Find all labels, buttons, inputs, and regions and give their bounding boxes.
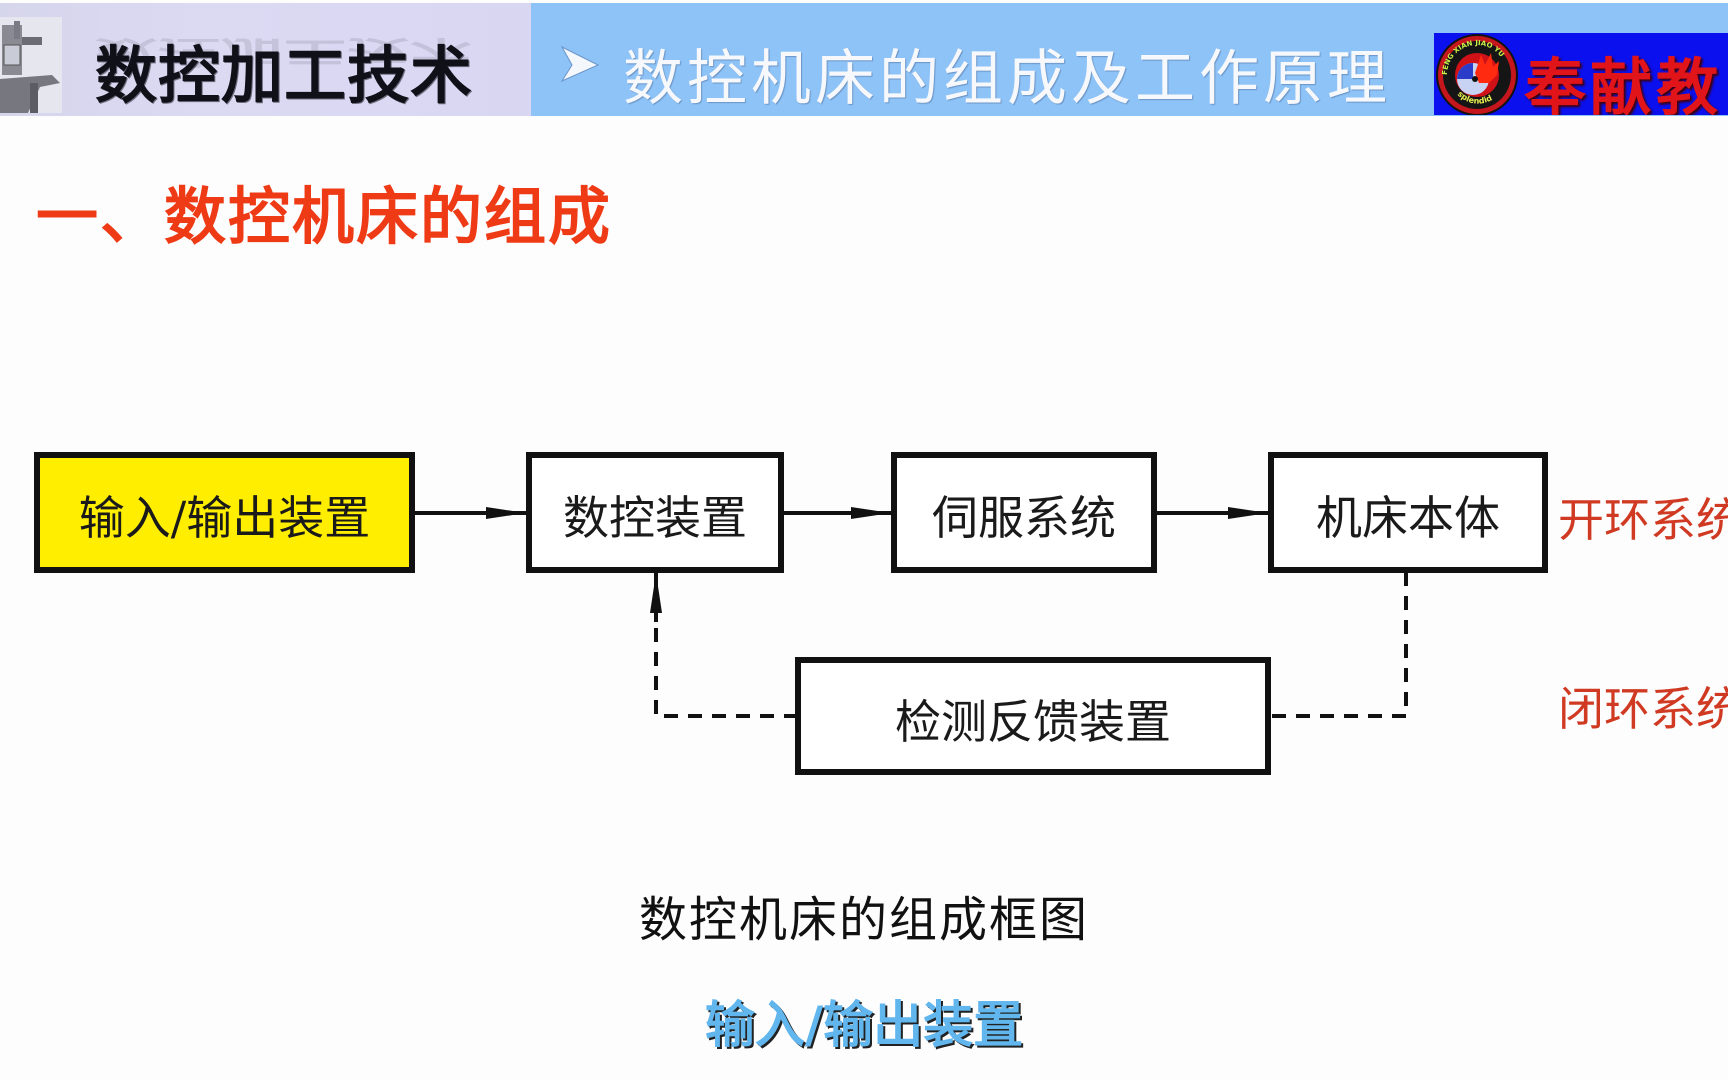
node-label-cnc: 数控装置 bbox=[563, 491, 747, 545]
open-loop-label: 开环系统 bbox=[1558, 493, 1728, 547]
logo-text: 奉献教 bbox=[1524, 51, 1723, 115]
section-heading: 一、数控机床的组成 bbox=[36, 180, 613, 253]
arrow-bullet-icon bbox=[560, 45, 600, 83]
node-label-machine: 机床本体 bbox=[1316, 491, 1500, 545]
node-label-io: 输入/输出装置 bbox=[78, 491, 371, 545]
node-box-machine bbox=[1268, 452, 1548, 573]
node-box-servo bbox=[891, 452, 1157, 573]
video-subtitle: 输入/输出装置 bbox=[704, 996, 1024, 1054]
chapter-title: 数控机床的组成及工作原理 bbox=[623, 44, 1391, 114]
node-label-servo: 伺服系统 bbox=[932, 491, 1116, 545]
logo-seal-icon: FENG XIAN JIAO YU splendid bbox=[1436, 34, 1518, 115]
course-title-band: 数控加工技术 数控加工技术 bbox=[0, 3, 531, 116]
edge-feedback-to-cnc-dashed bbox=[654, 620, 798, 718]
cnc-machine-icon bbox=[0, 17, 62, 113]
diagram-caption: 数控机床的组成框图 bbox=[638, 892, 1089, 948]
node-box-io bbox=[34, 452, 415, 573]
node-label-feedback: 检测反馈装置 bbox=[895, 695, 1171, 749]
logo-banner: FENG XIAN JIAO YU splendid 奉献教 bbox=[1434, 33, 1728, 115]
course-title: 数控加工技术 bbox=[95, 39, 474, 112]
edge-machine-to-feedback bbox=[1268, 572, 1408, 718]
slide-header: 数控加工技术 数控加工技术 数控机床的组成及工作原理 FENG XIAN JIA… bbox=[0, 3, 1728, 116]
closed-loop-label: 闭环系统 bbox=[1558, 682, 1728, 736]
